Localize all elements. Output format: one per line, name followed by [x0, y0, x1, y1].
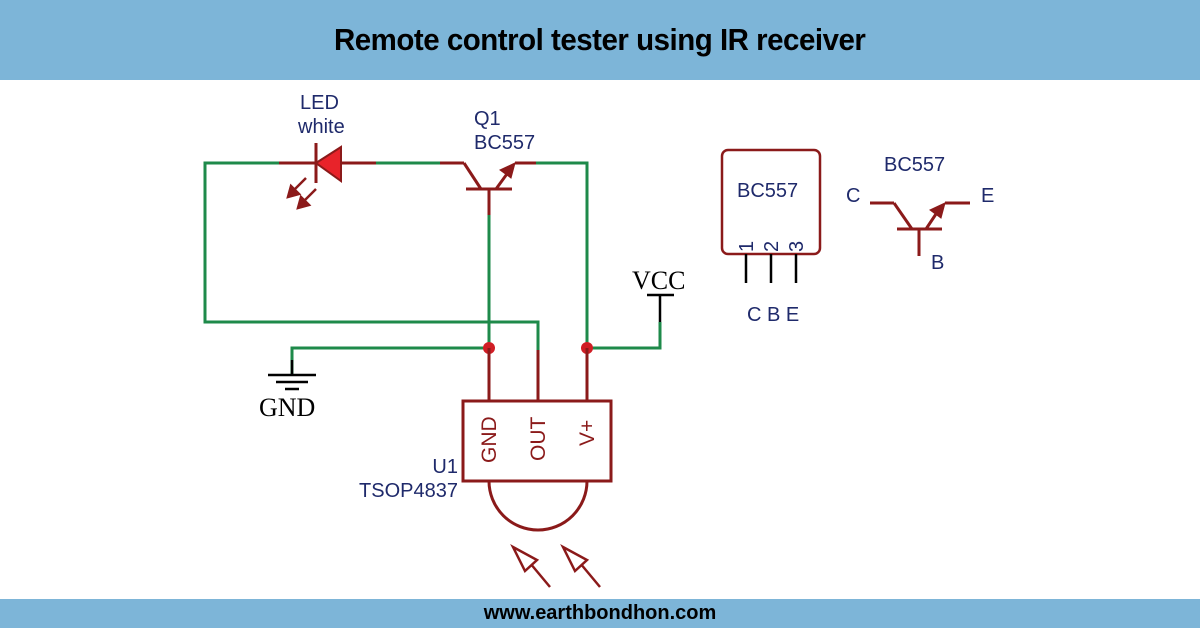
wire-gnd: [290, 346, 489, 375]
u1-pin-vplus: V+: [576, 420, 599, 446]
pin-number-3: 3: [786, 241, 808, 252]
bc557-package-outline: [720, 148, 822, 283]
q1-value-label: BC557: [474, 132, 535, 154]
pnp-transistor-symbol: [870, 201, 970, 256]
led-value-label: white: [297, 116, 345, 138]
pin-number-2: 2: [761, 241, 783, 252]
package-label: BC557: [737, 180, 798, 202]
gnd-label: GND: [259, 393, 315, 422]
u1-ref-label: U1: [432, 456, 458, 478]
u1-pin-gnd: GND: [478, 416, 501, 463]
pin-number-1: 1: [736, 241, 758, 252]
page-title: Remote control tester using IR receiver: [334, 22, 866, 57]
vcc-label: VCC: [632, 266, 685, 295]
pin-names-label: C B E: [747, 304, 799, 326]
website-link[interactable]: www.earthbondhon.com: [483, 602, 717, 624]
q1-transistor-symbol: [440, 161, 536, 215]
u1-body: [461, 399, 613, 483]
q1-ref-label: Q1: [474, 108, 501, 130]
ir-light-arrows-icon: [510, 544, 601, 588]
footer-banner: www.earthbondhon.com: [0, 599, 1200, 628]
wire-vcc: [587, 322, 662, 350]
wire-led-loop: [203, 161, 540, 350]
symbol-pin-e: E: [981, 185, 994, 207]
led-name-label: LED: [300, 92, 339, 114]
u1-lens-dome: [487, 480, 589, 532]
light-emission-arrows-icon: [286, 177, 317, 210]
symbol-pin-b: B: [931, 252, 944, 274]
u1-pin-out: OUT: [527, 417, 550, 462]
symbol-pin-c: C: [846, 185, 860, 207]
wires: [203, 161, 662, 375]
u1-ir-receiver-symbol: [461, 348, 613, 532]
title-banner: Remote control tester using IR receiver: [0, 0, 1200, 80]
symbol-title: BC557: [884, 154, 945, 176]
vcc-symbol: [647, 293, 674, 322]
led-triangle: [314, 145, 342, 183]
u1-value-label: TSOP4837: [359, 480, 458, 502]
ground-icon: [268, 360, 316, 391]
led-symbol: [279, 143, 376, 210]
wire-q1-emitter-to-vplus: [536, 161, 589, 348]
